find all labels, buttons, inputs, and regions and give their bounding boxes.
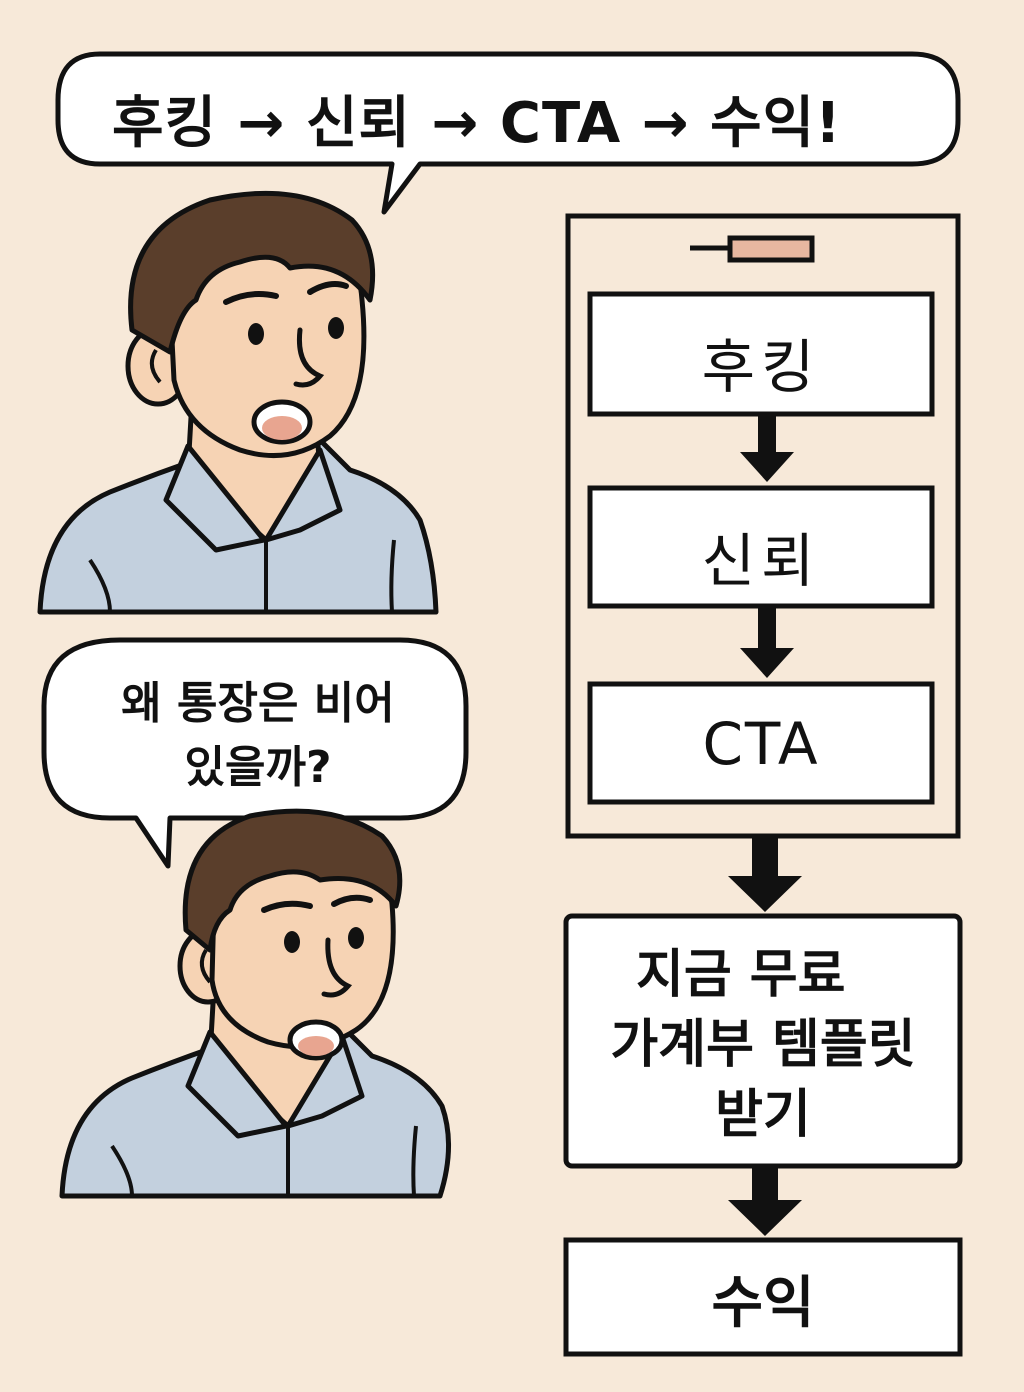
offer-line-1: 지금 무료 (636, 945, 846, 1005)
question-line-1: 왜 통장은 비어 (121, 678, 395, 729)
flow-box-revenue (563, 1237, 963, 1357)
question-bubble-text: 왜 통장은 비어 있을까? (48, 672, 468, 800)
flow-label-hooking: 후킹 (701, 333, 821, 401)
flow-box-offer (563, 913, 963, 1169)
flow-box-trust (587, 485, 935, 609)
arrow-down-icon (740, 416, 794, 482)
arrow-down-icon (740, 608, 794, 678)
arrow-down-icon (728, 1168, 802, 1236)
man-upper (37, 190, 439, 615)
question-speech-bubble (41, 637, 469, 869)
flow-box-hooking (587, 291, 935, 417)
offer-line-3: 받기 (715, 1085, 811, 1145)
flow-label-cta: CTA (702, 710, 820, 778)
flow-label-revenue: 수익 (711, 1271, 815, 1336)
flow-label-trust: 신뢰 (701, 527, 821, 595)
offer-line-2: 가계부 템플릿 (610, 1015, 916, 1075)
question-line-2: 있을까? (184, 742, 332, 793)
flow-box-cta (587, 681, 935, 805)
top-bubble-text: 후킹 → 신뢰 → CTA → 수익! (112, 91, 842, 156)
top-speech-bubble (55, 51, 961, 215)
flow-label-offer: 지금 무료 가계부 템플릿 받기 (566, 940, 960, 1150)
man-lower (59, 808, 451, 1199)
arrow-down-icon (728, 838, 802, 912)
